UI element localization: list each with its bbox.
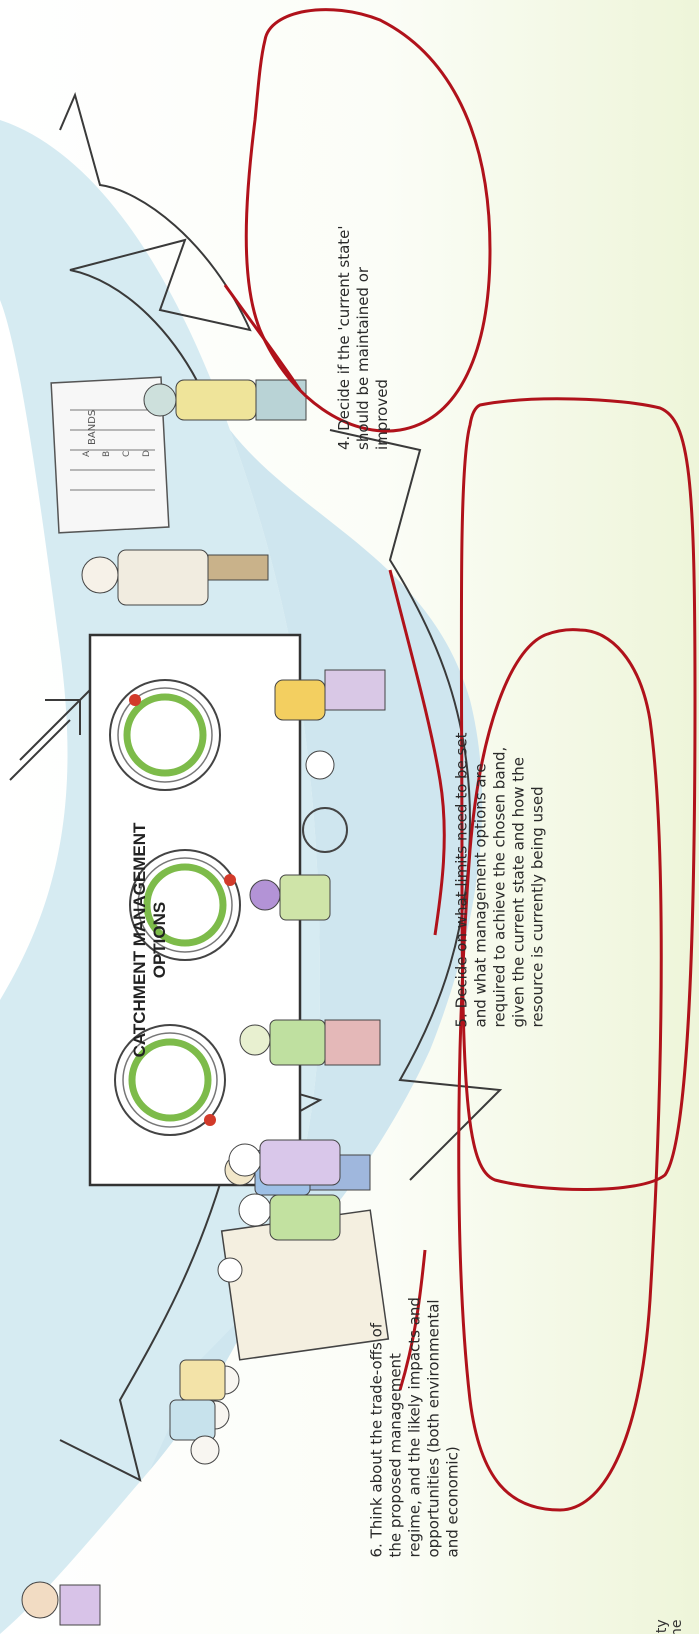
step-6-text: 6. Think about the trade-offs of the pro… bbox=[368, 1198, 473, 1558]
partial-caption: ity ne bbox=[655, 1577, 685, 1634]
board-title-line-1: CATCHMENT MANAGEMENT bbox=[130, 810, 150, 1070]
bands-letter-a: A bbox=[82, 445, 94, 457]
step-5-line-1: 5. Decide on what limits need to be set bbox=[453, 598, 472, 1028]
step-6-line-5: and economic) bbox=[444, 1198, 463, 1558]
step-6-line-4: opportunities (both environmental bbox=[425, 1198, 444, 1558]
partial-figure-bottom bbox=[22, 1582, 100, 1625]
step-6-line-1: 6. Think about the trade-offs of bbox=[368, 1198, 387, 1558]
bands-letter-b: B bbox=[102, 445, 114, 457]
step-5-line-3: required to achieve the chosen band, bbox=[491, 598, 510, 1028]
step-5-text: 5. Decide on what limits need to be set … bbox=[453, 598, 558, 1028]
ring-3 bbox=[110, 680, 220, 790]
annotation-stroke-step4 bbox=[225, 285, 300, 390]
step-5-line-5: resource is currently being used bbox=[529, 598, 548, 1028]
step-5-line-2: and what management options are bbox=[472, 598, 491, 1028]
bands-letter-d: D bbox=[142, 445, 154, 457]
step-6-line-2: the proposed management bbox=[387, 1198, 406, 1558]
board-title-line-2: OPTIONS bbox=[150, 810, 170, 1070]
bands-letter-c: C bbox=[122, 445, 134, 457]
bands-sign-title: BANDS bbox=[87, 385, 101, 445]
partial-caption-line-2: ne bbox=[670, 1577, 685, 1634]
step-4-line-1: 4. Decide if the 'current state' bbox=[335, 120, 354, 450]
step-4-text: 4. Decide if the 'current state' should … bbox=[335, 120, 395, 450]
step-5-line-4: given the current state and how the bbox=[510, 598, 529, 1028]
step-4-line-2: should be maintained or bbox=[354, 120, 373, 450]
step-4-line-3: improved bbox=[373, 120, 392, 450]
partial-caption-line-1: ity bbox=[655, 1577, 670, 1634]
board-title: CATCHMENT MANAGEMENT OPTIONS bbox=[130, 810, 170, 1070]
step-6-line-3: regime, and the likely impacts and bbox=[406, 1198, 425, 1558]
